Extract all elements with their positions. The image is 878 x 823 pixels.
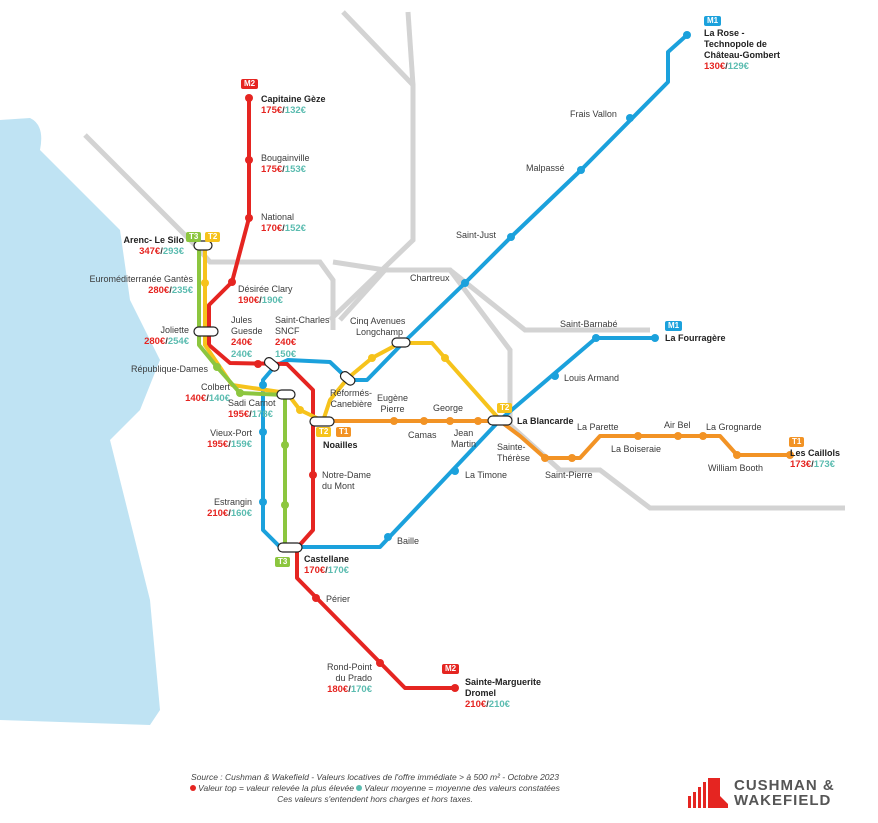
legend-avg: Valeur moyenne = moyenne des valeurs con… bbox=[364, 783, 560, 793]
station-la-fourragere[interactable]: La Fourragère bbox=[665, 333, 726, 343]
source-note: Source : Cushman & Wakefield - Valeurs l… bbox=[190, 772, 559, 782]
tax-note: Ces valeurs s'entendent hors charges et … bbox=[277, 794, 473, 804]
t1-badge: T1 bbox=[789, 437, 805, 447]
station-perier[interactable]: Périer bbox=[326, 594, 351, 604]
cushman-wakefield-logo: CUSHMAN &WAKEFIELD bbox=[688, 778, 835, 808]
station-la-grognarde[interactable]: La Grognarde bbox=[706, 422, 762, 432]
t2-badge: T2 bbox=[316, 427, 332, 437]
station-chartreux[interactable]: Chartreux bbox=[410, 273, 450, 283]
footer: Source : Cushman & Wakefield - Valeurs l… bbox=[150, 772, 600, 805]
station-saint-barnabe[interactable]: Saint-Barnabé bbox=[560, 319, 618, 329]
station-dots bbox=[193, 31, 794, 692]
station-frais-vallon[interactable]: Frais Vallon bbox=[570, 109, 617, 119]
station-malpasse[interactable]: Malpassé bbox=[526, 163, 565, 173]
rail-lines bbox=[83, 10, 845, 511]
station-la-boiseraie[interactable]: La Boiseraie bbox=[611, 444, 662, 454]
station-baille[interactable]: Baille bbox=[397, 536, 420, 546]
station-william-booth[interactable]: William Booth bbox=[708, 463, 764, 473]
station-air-bel[interactable]: Air Bel bbox=[664, 420, 691, 430]
t3-badge: T3 bbox=[186, 232, 202, 242]
top-value-dot-icon bbox=[190, 785, 197, 791]
logo-line2: WAKEFIELD bbox=[734, 792, 832, 809]
t1-badge: T1 bbox=[336, 427, 352, 437]
m2-badge: M2 bbox=[442, 664, 460, 674]
t2-badge: T2 bbox=[497, 403, 513, 413]
station-la-parette[interactable]: La Parette bbox=[577, 422, 619, 432]
station-louis-armand[interactable]: Louis Armand bbox=[564, 373, 620, 383]
sea bbox=[0, 118, 160, 725]
line-t1 bbox=[320, 419, 790, 460]
m2-badge: M2 bbox=[241, 79, 259, 89]
station-reformes-canebiere[interactable]: Réformés-Canebière bbox=[329, 388, 372, 409]
m1-badge: M1 bbox=[704, 16, 722, 26]
legend-top: Valeur top = valeur relevée la plus élev… bbox=[198, 783, 354, 793]
t2-badge: T2 bbox=[205, 232, 221, 242]
station-sainte-therese[interactable]: Sainte-Thérèse bbox=[497, 442, 531, 463]
m1-badge: M1 bbox=[665, 321, 683, 331]
station-la-blancarde[interactable]: La Blancarde bbox=[517, 416, 574, 426]
logo-bars-icon bbox=[688, 778, 728, 808]
station-noailles[interactable]: Noailles bbox=[323, 440, 358, 450]
station-la-timone[interactable]: La Timone bbox=[465, 470, 508, 480]
logo-line1: CUSHMAN & bbox=[734, 777, 835, 794]
avg-value-dot-icon bbox=[356, 785, 363, 791]
station-camas[interactable]: Camas bbox=[408, 430, 437, 440]
station-saint-pierre[interactable]: Saint-Pierre bbox=[545, 470, 593, 480]
station-saint-just[interactable]: Saint-Just bbox=[456, 230, 497, 240]
station-republique-dames[interactable]: République-Dames bbox=[130, 364, 208, 374]
station-george[interactable]: George bbox=[433, 403, 464, 413]
t3-badge: T3 bbox=[275, 557, 291, 567]
